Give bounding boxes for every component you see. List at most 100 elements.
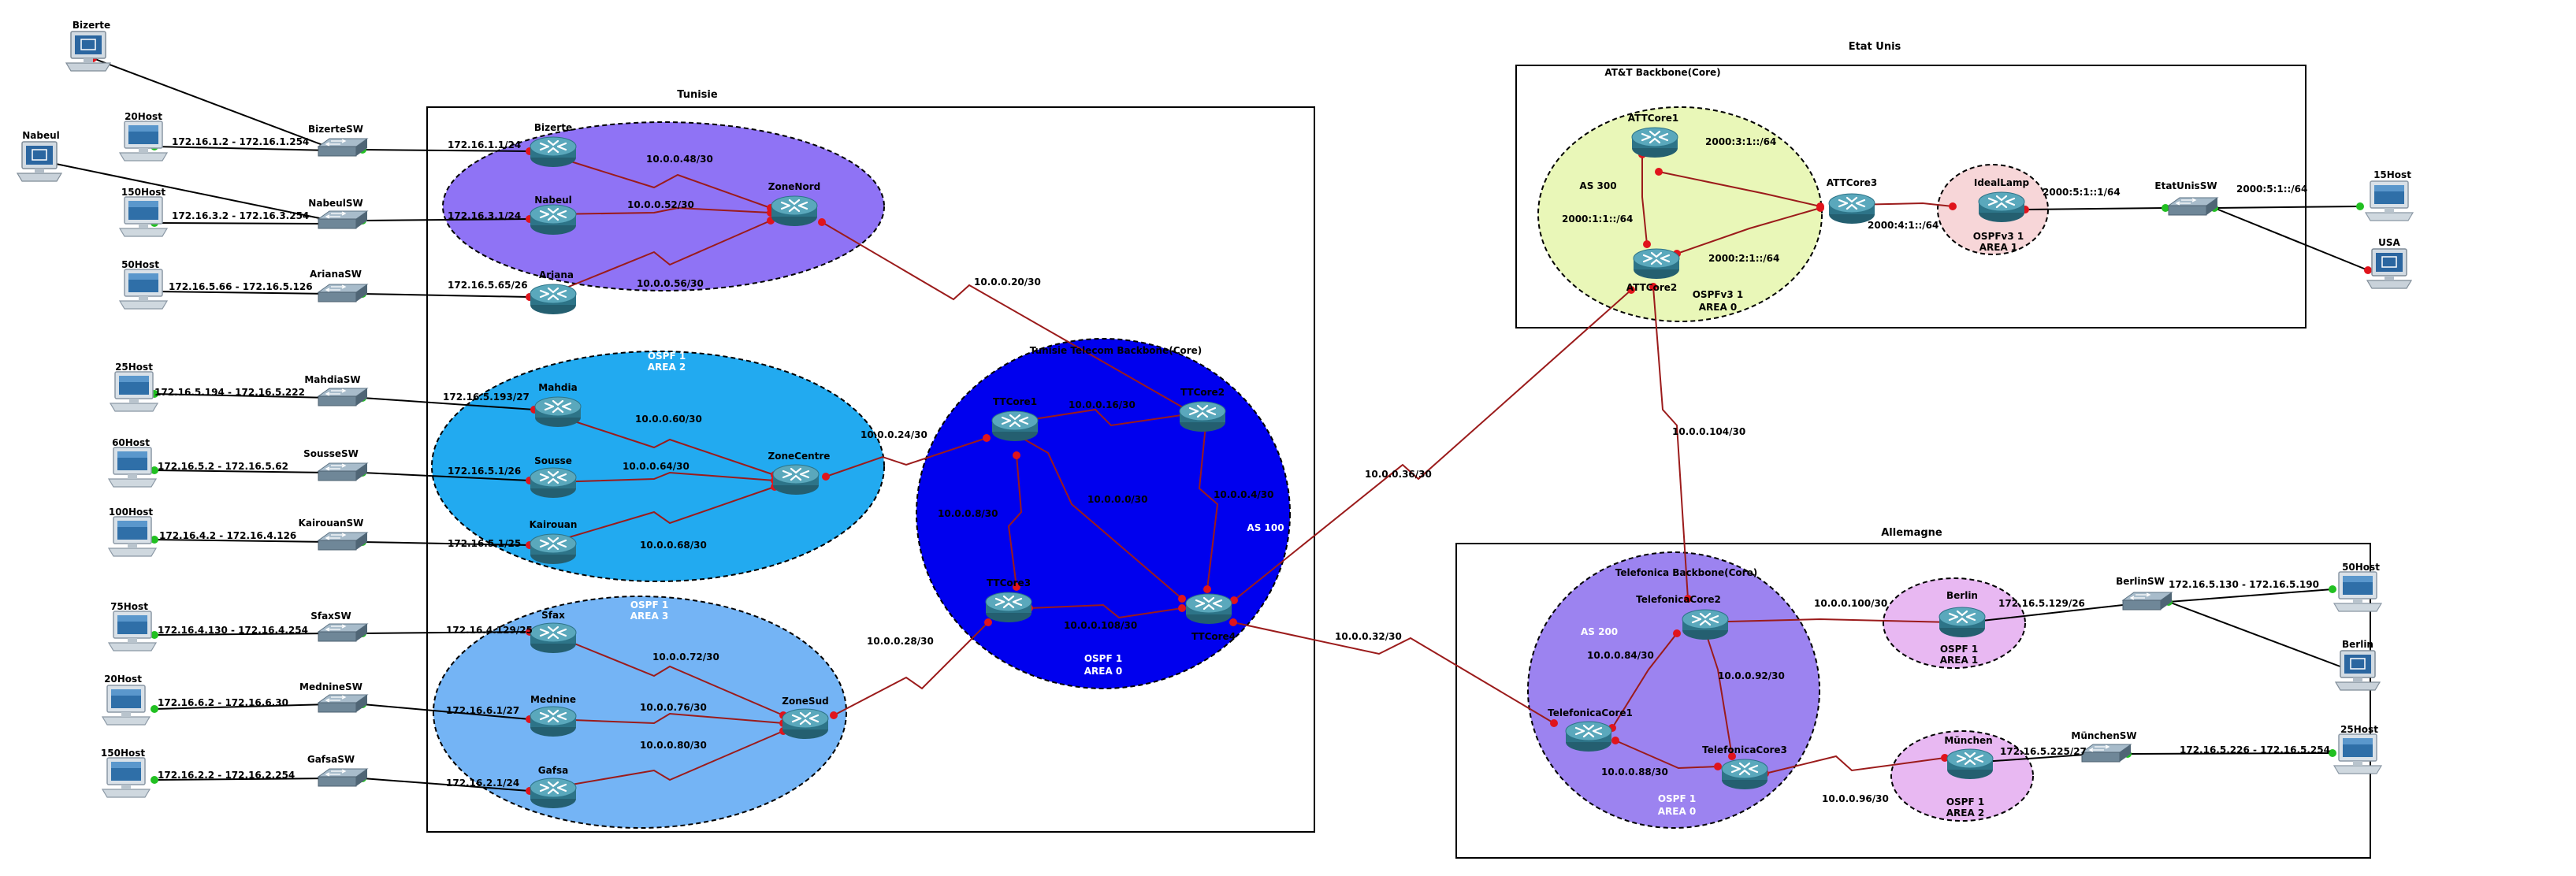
host-150-gafsa[interactable] xyxy=(102,757,151,798)
label-n16: 10.0.0.16/30 xyxy=(1069,399,1136,410)
interface-status-dot xyxy=(1673,629,1681,637)
switch-kairouansw[interactable] xyxy=(318,532,368,551)
host-60-sousse[interactable] xyxy=(108,447,157,488)
host-20-mednine[interactable] xyxy=(102,685,151,726)
interface-status-dot xyxy=(1013,583,1020,591)
interface-status-dot xyxy=(151,536,158,544)
router-ttcore4[interactable] xyxy=(1184,592,1233,625)
switch-medninesw[interactable] xyxy=(318,694,368,713)
interface-status-dot xyxy=(2329,749,2336,757)
host-25-mahdia[interactable] xyxy=(110,371,158,412)
host-50-berlin[interactable] xyxy=(2333,571,2382,612)
label-med-range: 172.16.6.2 - 172.16.6.30 xyxy=(158,697,288,708)
region-etat-unis-box xyxy=(1515,65,2307,328)
router-mahdia[interactable] xyxy=(533,395,582,429)
router-zonecentre[interactable] xyxy=(771,463,820,496)
zone-centre-ospf: OSPF 1 xyxy=(648,351,686,362)
host-75-sfax-label: 75Host xyxy=(110,601,148,612)
switch-arianasw[interactable] xyxy=(318,284,368,303)
host-75-sfax[interactable] xyxy=(108,611,157,651)
router-attcore1[interactable] xyxy=(1630,126,1679,159)
att-backbone-title: AT&T Backbone(Core) xyxy=(1604,67,1720,78)
label-sfa-gw: 172.16.4.129/25 xyxy=(446,625,533,636)
router-ttcore2[interactable] xyxy=(1178,400,1227,433)
router-zonesud[interactable] xyxy=(781,707,830,741)
host-50-ariana[interactable] xyxy=(119,269,168,310)
host-20-bizerte[interactable] xyxy=(119,121,168,161)
switch-etatunissw-label: EtatUnisSW xyxy=(2154,180,2217,191)
router-kairouan[interactable] xyxy=(529,533,578,566)
router-zonenord[interactable] xyxy=(770,195,819,228)
router-telefonicacore1-label: TelefonicaCore1 xyxy=(1548,707,1633,718)
router-attcore2[interactable] xyxy=(1632,247,1681,280)
router-gafsa[interactable] xyxy=(529,777,578,810)
label-n28: 10.0.0.28/30 xyxy=(867,636,934,647)
att-backbone-area-label: AREA 0 xyxy=(1699,302,1738,313)
host-150-gafsa-label: 150Host xyxy=(101,748,145,759)
pc-nabeul[interactable] xyxy=(17,141,62,182)
router-ttcore3[interactable] xyxy=(984,591,1033,624)
host-15-usa[interactable] xyxy=(2365,180,2414,221)
router-bizerte[interactable] xyxy=(529,135,578,169)
switch-munchensw[interactable] xyxy=(2081,744,2132,763)
switch-etatunissw[interactable] xyxy=(2168,197,2218,216)
switch-berlinsw[interactable] xyxy=(2122,592,2173,611)
pc-berlin[interactable] xyxy=(2335,650,2381,691)
interface-status-dot xyxy=(1627,286,1635,294)
host-150-nabeul[interactable] xyxy=(119,196,168,237)
interface-status-dot xyxy=(818,218,826,226)
host-25-munchen[interactable] xyxy=(2333,733,2382,774)
router-zonecentre-label: ZoneCentre xyxy=(768,451,831,462)
switch-nabeulsw[interactable] xyxy=(318,210,368,229)
router-bizerte-label: Bizerte xyxy=(534,122,572,133)
switch-bizertesw[interactable] xyxy=(318,138,368,157)
switch-soussesw[interactable] xyxy=(318,462,368,481)
router-berlin[interactable] xyxy=(1938,606,1987,639)
router-gafsa-label: Gafsa xyxy=(538,765,568,776)
label-n32: 10.0.0.32/30 xyxy=(1335,631,1402,642)
interface-status-dot xyxy=(1013,451,1020,459)
router-telefonicacore2[interactable] xyxy=(1681,608,1730,641)
label-ari-range: 172.16.5.66 - 172.16.5.126 xyxy=(169,281,313,292)
interface-status-dot xyxy=(1714,763,1722,770)
label-n84: 10.0.0.84/30 xyxy=(1587,650,1654,661)
label-mah-range: 172.16.5.194 - 172.16.5.222 xyxy=(154,387,305,398)
router-telefonicacore1[interactable] xyxy=(1564,720,1613,753)
label-biz-gw: 172.16.1.1/24 xyxy=(448,139,521,150)
host-100-kairouan[interactable] xyxy=(108,516,157,557)
label-n56: 10.0.0.56/30 xyxy=(637,278,704,289)
interface-status-dot xyxy=(1178,604,1186,612)
router-ariana[interactable] xyxy=(529,283,578,316)
interface-status-dot xyxy=(151,631,158,639)
switch-nabeulsw-label: NabeulSW xyxy=(308,198,362,209)
munchen-area-label: AREA 2 xyxy=(1946,807,1985,818)
router-ideallamp[interactable] xyxy=(1977,191,2026,224)
telefonica-area-label: AREA 0 xyxy=(1658,806,1697,817)
label-v6-51b: 2000:5:1::/64 xyxy=(2236,184,2307,195)
switch-sfaxsw[interactable] xyxy=(318,623,368,642)
router-sfax[interactable] xyxy=(529,622,578,655)
router-nabeul[interactable] xyxy=(529,203,578,236)
switch-gafsasw[interactable] xyxy=(318,768,368,787)
router-kairouan-label: Kairouan xyxy=(530,519,578,530)
pc-usa[interactable] xyxy=(2366,248,2412,289)
host-150-nabeul-label: 150Host xyxy=(121,187,165,198)
label-biz-range: 172.16.1.2 - 172.16.1.254 xyxy=(172,136,309,147)
label-gaf-range: 172.16.2.2 - 172.16.2.254 xyxy=(158,770,295,781)
interface-status-dot xyxy=(151,705,158,713)
router-mednine[interactable] xyxy=(529,705,578,738)
switch-gafsasw-label: GafsaSW xyxy=(307,754,355,765)
telefonica-backbone-as: AS 200 xyxy=(1581,626,1618,637)
switch-mahdiasw[interactable] xyxy=(318,388,368,406)
host-50-berlin-label: 50Host xyxy=(2342,562,2380,573)
tt-backbone-title: Tunisie Telecom Backbone(Core) xyxy=(1030,345,1203,356)
pc-bizerte[interactable] xyxy=(65,31,111,72)
label-n108: 10.0.0.108/30 xyxy=(1064,620,1137,631)
label-gaf-gw: 172.16.2.1/24 xyxy=(446,778,519,789)
interface-status-dot xyxy=(984,618,992,626)
router-sousse[interactable] xyxy=(529,466,578,499)
router-munchen[interactable] xyxy=(1946,748,1994,781)
router-ttcore1[interactable] xyxy=(991,410,1039,443)
router-telefonicacore3[interactable] xyxy=(1720,758,1769,791)
